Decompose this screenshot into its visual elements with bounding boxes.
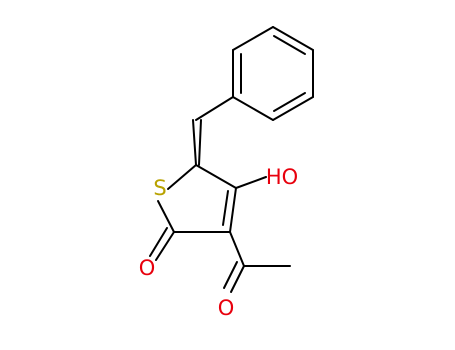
bond [149, 227, 168, 257]
atom-ring-carbonyl-oxygen: O [139, 256, 156, 280]
bond [222, 190, 229, 226]
bond [272, 96, 314, 121]
acetyl-oxygen-label: O [218, 296, 235, 320]
aromatic-inner-bond [273, 92, 306, 112]
bond [272, 26, 314, 51]
bond [232, 26, 274, 51]
hydroxyl-label: HO [266, 165, 298, 189]
atom-hydroxyl: HO [266, 165, 298, 189]
bond [232, 96, 274, 121]
thiophenone-ring [157, 164, 237, 233]
bond [229, 187, 237, 233]
bond [230, 265, 245, 293]
aromatic-inner-bond [273, 35, 306, 55]
bond [167, 164, 197, 190]
ring-carbonyl-oxygen-label: O [139, 256, 156, 280]
bond [155, 231, 175, 261]
bond [229, 231, 245, 267]
atom-sulfur: S [153, 176, 166, 200]
bond [223, 261, 238, 289]
bond [195, 96, 234, 121]
bond [235, 176, 267, 189]
acetyl-carbonyl-bond [223, 261, 245, 293]
exocyclic-double-bond [192, 119, 202, 166]
bond [157, 200, 175, 233]
ring-carbonyl-bond [149, 227, 175, 261]
sulfur-label: S [153, 176, 166, 200]
atom-acetyl-oxygen: O [218, 296, 235, 320]
bond [195, 164, 237, 189]
bond [192, 119, 197, 166]
bond [198, 119, 202, 166]
benzene-ring [232, 26, 314, 121]
